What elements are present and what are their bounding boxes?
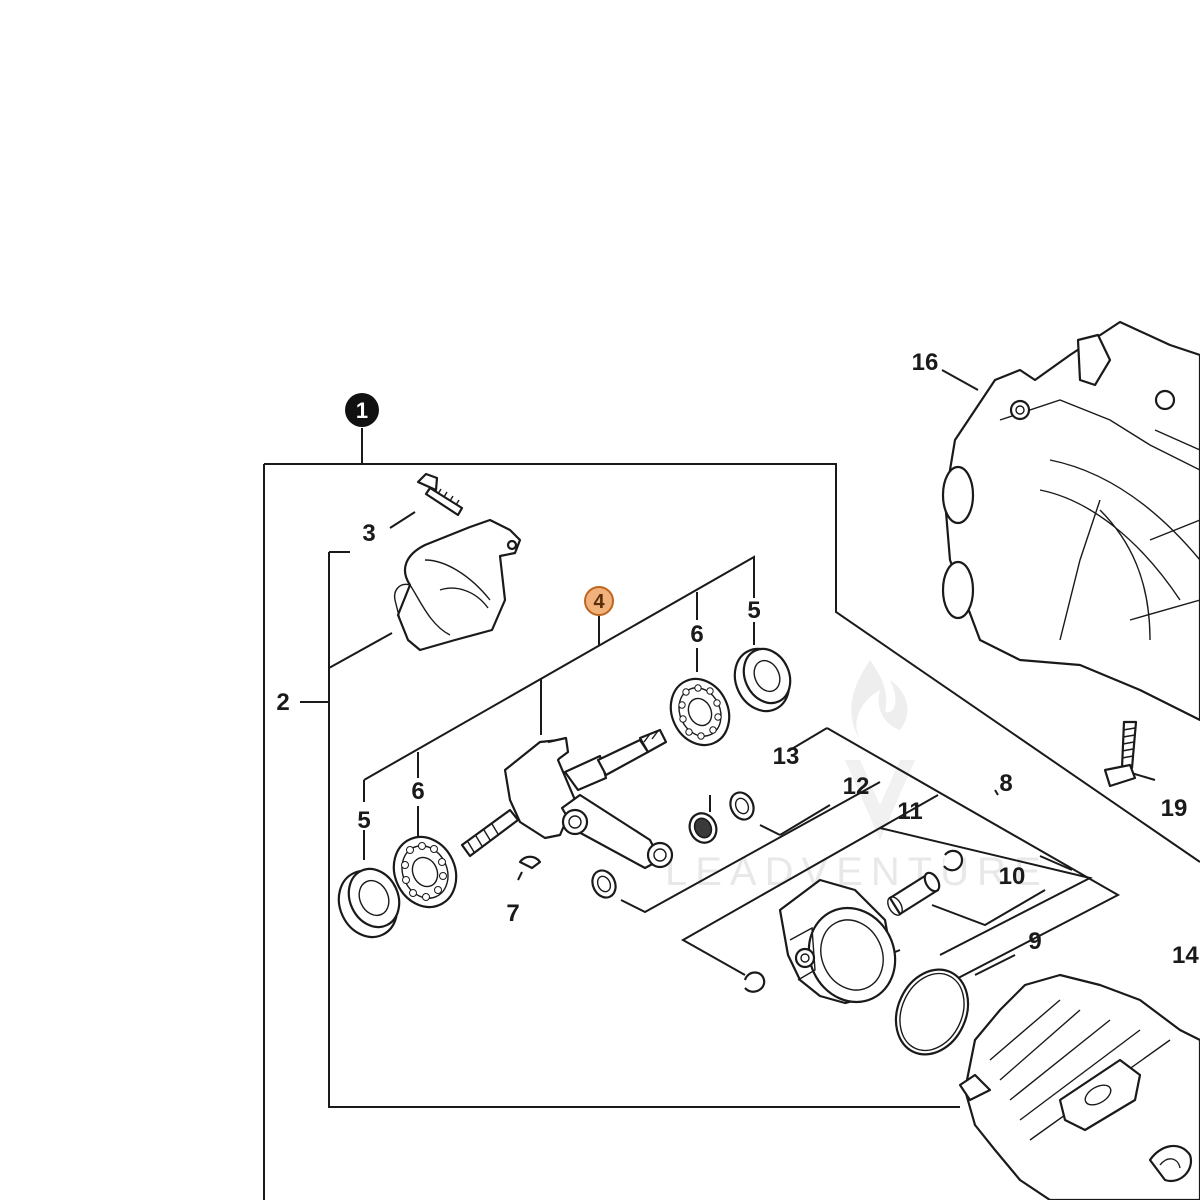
callout-19[interactable]: 19: [1161, 795, 1188, 822]
part-5-right-seal: [733, 647, 792, 713]
part-12-washer-lower: [591, 869, 617, 899]
callout-5-right[interactable]: 5: [747, 597, 760, 624]
leader-7: [517, 871, 523, 881]
callout-1-text: 1: [356, 398, 368, 423]
group-frame-1: [263, 428, 1200, 1200]
callout-11[interactable]: 11: [897, 798, 922, 825]
part-10-piston-pin: [887, 871, 941, 916]
group-frame-2: [300, 551, 960, 1108]
callout-6-right[interactable]: 6: [690, 621, 703, 648]
part-13-needle-cage: [688, 812, 718, 844]
watermark-flame-icon: [845, 660, 915, 840]
part-3-screw: [416, 472, 464, 517]
callout-14[interactable]: 14: [1172, 942, 1199, 969]
part-8-piston: [778, 878, 897, 1005]
watermark: LEADVENTURE: [665, 660, 1049, 894]
callout-4-text: 4: [593, 591, 605, 613]
callout-8[interactable]: 8: [999, 770, 1012, 797]
part-6-right-bearing: [669, 677, 731, 747]
part-5-left-seal: [337, 867, 401, 939]
part-11-circlip: [943, 849, 964, 872]
part-19-screw: [1103, 720, 1138, 788]
callout-9[interactable]: 9: [1028, 928, 1041, 955]
part-14-cylinder: [958, 973, 1200, 1200]
part-2-bearing-cap: [393, 518, 522, 652]
part-6-left-bearing: [392, 835, 458, 909]
part-7-key: [518, 855, 542, 870]
part-11-circlip-lower: [743, 971, 766, 993]
part-9-piston-ring: [894, 968, 970, 1056]
part-12-washer-upper: [729, 791, 755, 821]
callout-6-left[interactable]: 6: [411, 778, 424, 805]
callout-4-badge[interactable]: 4: [584, 586, 614, 616]
callout-13[interactable]: 13: [773, 743, 800, 770]
part-16-crankcase: [941, 320, 1200, 722]
callout-7[interactable]: 7: [506, 900, 519, 927]
group-frame-4: [363, 555, 755, 860]
group-frame-8: [620, 727, 1121, 1003]
callout-1-badge[interactable]: 1: [345, 393, 379, 427]
leader-3: [389, 511, 416, 529]
leader-16: [941, 369, 979, 391]
callout-5-left[interactable]: 5: [357, 807, 370, 834]
callout-10[interactable]: 10: [999, 863, 1026, 890]
callout-16[interactable]: 16: [912, 349, 939, 376]
callout-12[interactable]: 12: [843, 773, 870, 800]
part-4-crankshaft: [460, 728, 674, 870]
callout-3[interactable]: 3: [362, 520, 375, 547]
watermark-text: LEADVENTURE: [665, 850, 1049, 894]
callout-2[interactable]: 2: [276, 689, 289, 716]
